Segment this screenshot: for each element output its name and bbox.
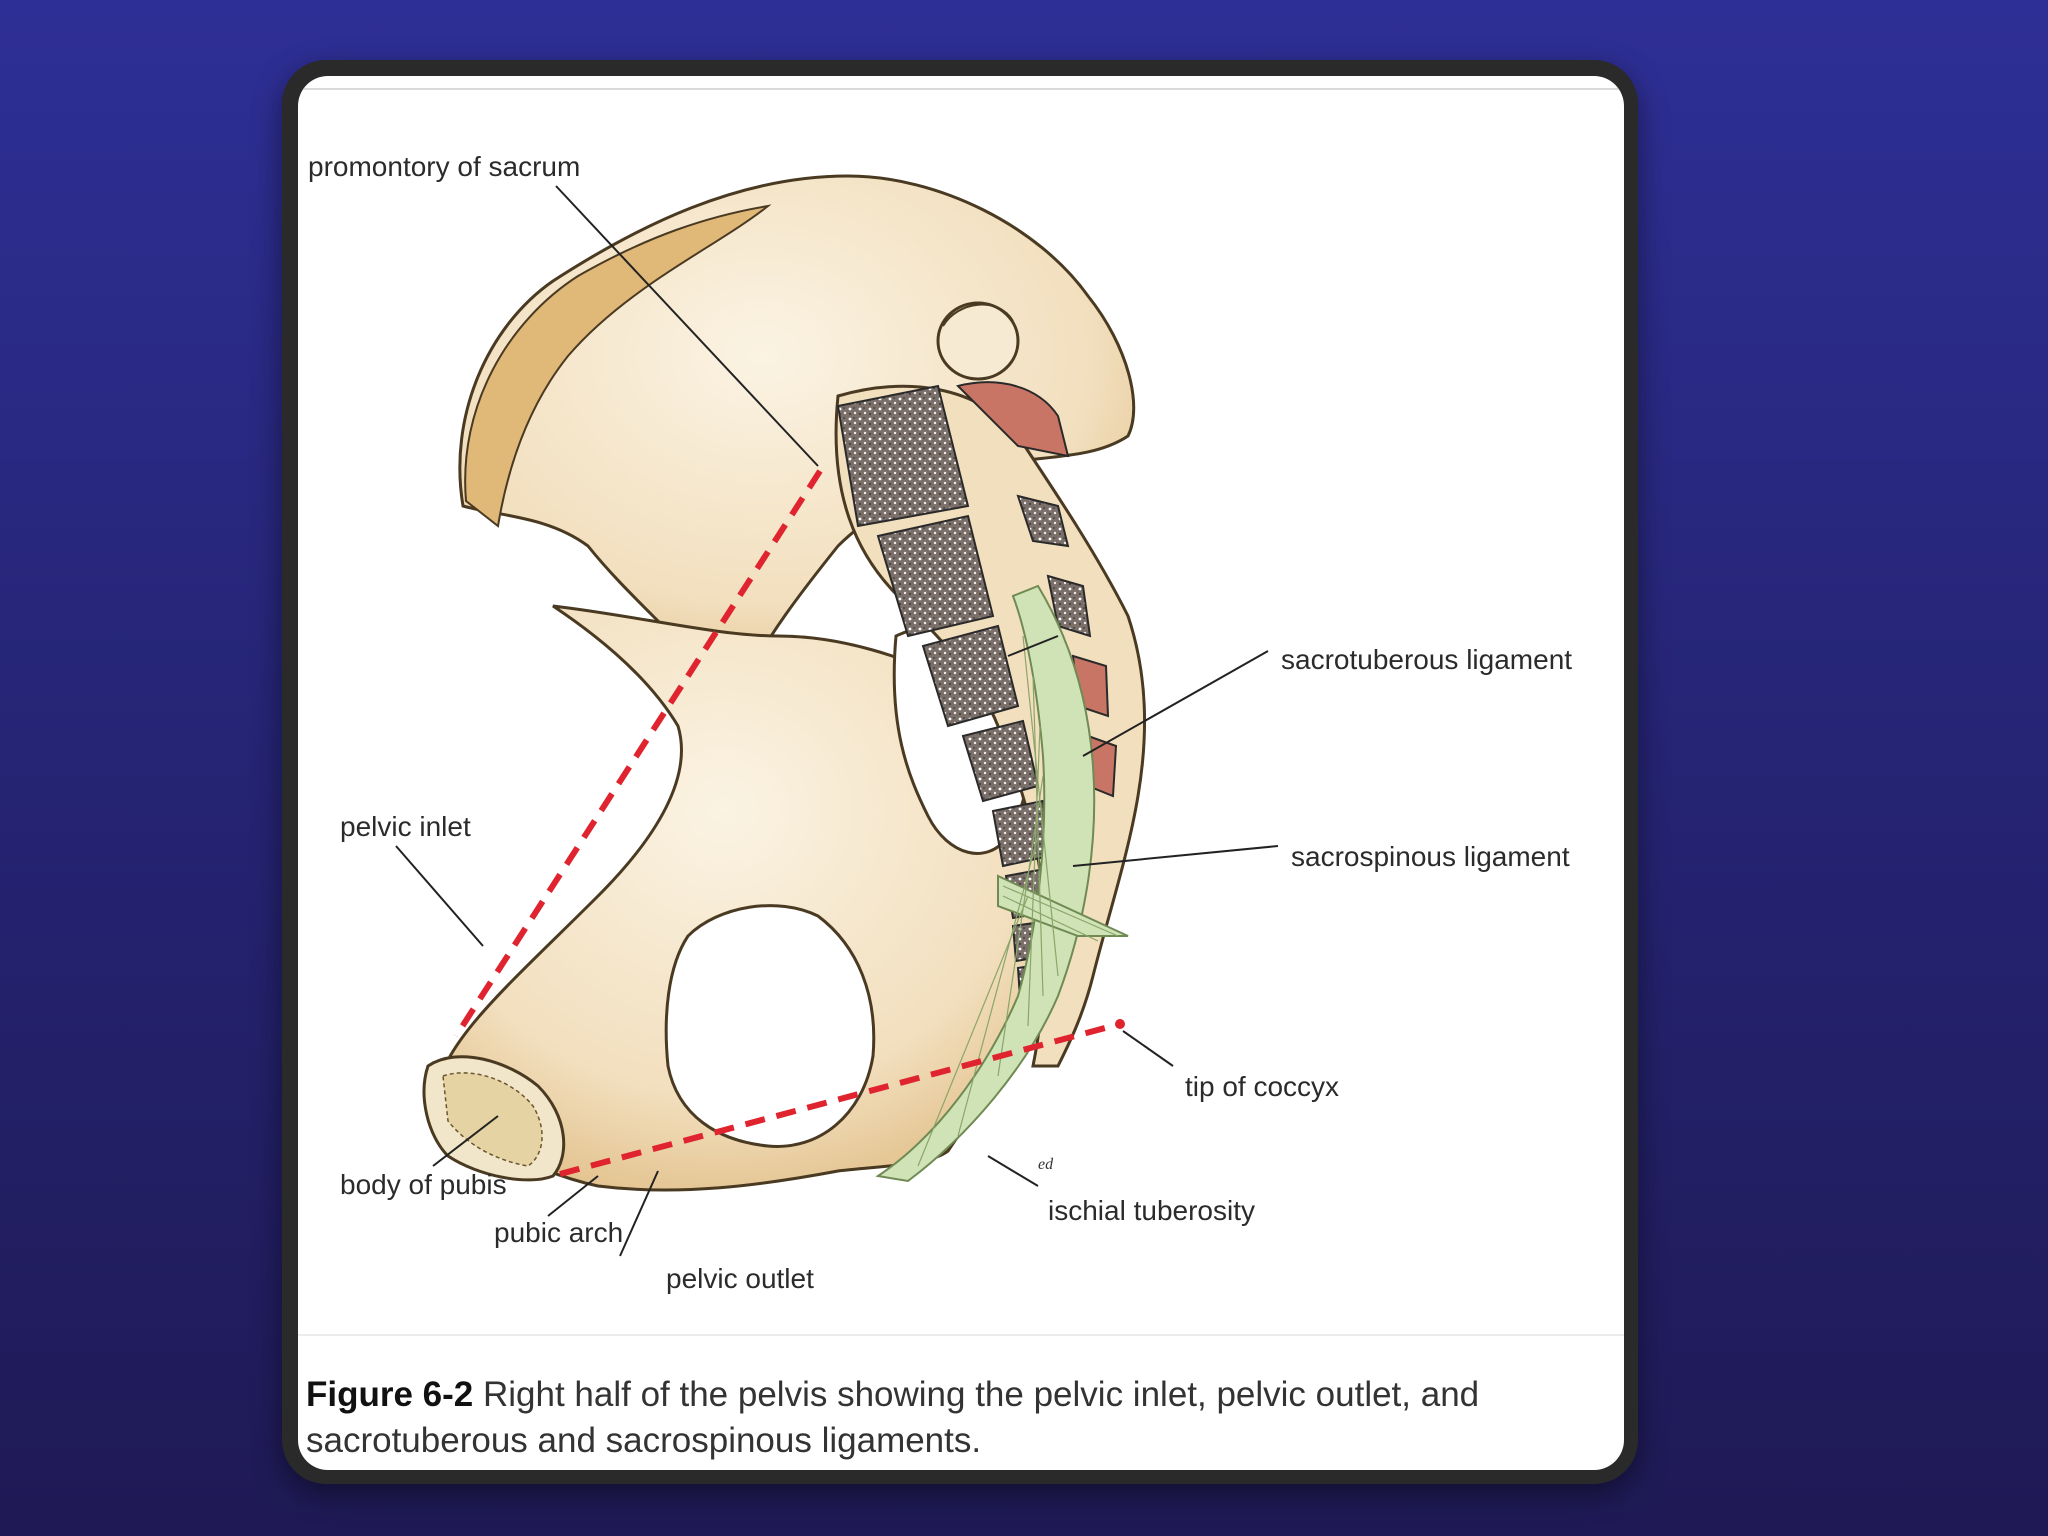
pelvis-illustration: promontory of sacrum pelvic inlet body o… bbox=[308, 151, 1572, 1294]
pelvic-inlet-line bbox=[453, 469, 823, 1038]
label-tip-of-coccyx: tip of coccyx bbox=[1185, 1071, 1339, 1102]
artist-signature: ed bbox=[1038, 1156, 1054, 1173]
figure-caption: Figure 6-2 Right half of the pelvis show… bbox=[306, 1372, 1596, 1464]
pelvic-outlet-line bbox=[559, 1021, 1121, 1177]
card-top-rule bbox=[298, 88, 1624, 90]
obturator-foramen bbox=[664, 904, 876, 1148]
ilium-rim bbox=[464, 204, 772, 528]
label-sacrospinous-ligament: sacrospinous ligament bbox=[1291, 841, 1570, 872]
caption-text: Right half of the pelvis showing the pel… bbox=[306, 1375, 1480, 1460]
ligaments bbox=[875, 584, 1129, 1183]
caption-divider bbox=[298, 1334, 1624, 1336]
leader-lines bbox=[395, 185, 1279, 1257]
label-pelvic-inlet: pelvic inlet bbox=[340, 811, 471, 842]
label-ischial-tuberosity: ischial tuberosity bbox=[1048, 1195, 1255, 1226]
dashed-planes bbox=[453, 469, 1125, 1177]
label-sacrotuberous-ligament: sacrotuberous ligament bbox=[1281, 644, 1572, 675]
label-pelvic-outlet: pelvic outlet bbox=[666, 1263, 814, 1294]
caption-label: Figure 6-2 bbox=[306, 1375, 474, 1414]
label-body-of-pubis: body of pubis bbox=[340, 1169, 507, 1200]
figure-card: promontory of sacrum pelvic inlet body o… bbox=[298, 76, 1624, 1470]
label-pubic-arch: pubic arch bbox=[494, 1217, 623, 1248]
label-promontory: promontory of sacrum bbox=[308, 151, 580, 182]
